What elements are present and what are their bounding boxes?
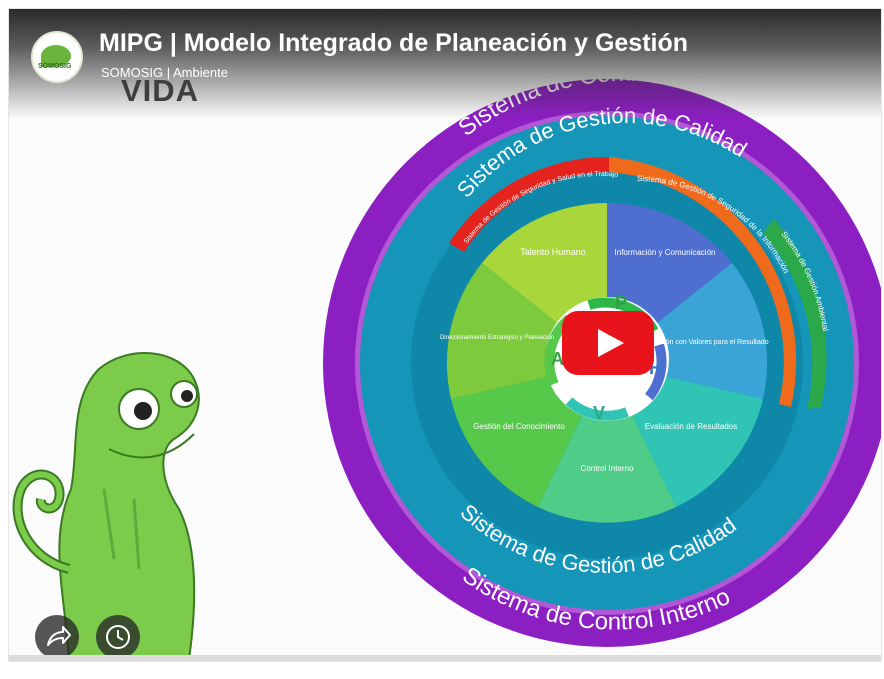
play-button[interactable] <box>562 311 654 375</box>
arc-seguridad-salud <box>449 156 609 252</box>
segment-label-control-interno: Control Interno <box>581 464 634 473</box>
segment-label-gestion-conocimiento: Gestión del Conocimiento <box>473 422 565 431</box>
phva-a: A <box>551 349 564 369</box>
segment-control-interno <box>538 363 676 523</box>
arc-ambiental <box>763 219 827 409</box>
segment-label-evaluacion: Evaluación de Resultados <box>645 422 738 431</box>
channel-logo-text: SOMOSIG <box>38 63 72 70</box>
watch-later-button[interactable] <box>96 615 140 659</box>
segment-label-informacion: Información y Comunicación <box>615 248 716 257</box>
phva-v: V <box>593 403 605 423</box>
video-player[interactable]: P H V A Sistema de Control Interno Siste… <box>8 8 882 662</box>
video-title-bar <box>9 9 881 119</box>
background-logo-text: VIDA <box>121 73 200 108</box>
channel-avatar[interactable]: SOMOSIG <box>31 31 83 83</box>
phva-p: P <box>615 293 627 313</box>
channel-name[interactable]: SOMOSIG | Ambiente <box>101 65 228 80</box>
chameleon-mascot <box>12 352 200 660</box>
leaf-icon <box>41 45 71 67</box>
share-button[interactable] <box>35 615 79 659</box>
share-arrow-icon <box>47 626 71 646</box>
video-title[interactable]: MIPG | Modelo Integrado de Planeación y … <box>99 29 689 57</box>
segment-label-direccionamiento: Direccionamiento Estratégico y Planeació… <box>440 335 554 341</box>
segment-label-talento-humano: Talento Humano <box>520 247 586 257</box>
segment-label-gestion-valores: Gestión con Valores para el Resultado <box>649 339 768 346</box>
clock-icon <box>106 625 130 649</box>
play-icon <box>598 329 624 357</box>
bottom-divider <box>9 655 881 661</box>
